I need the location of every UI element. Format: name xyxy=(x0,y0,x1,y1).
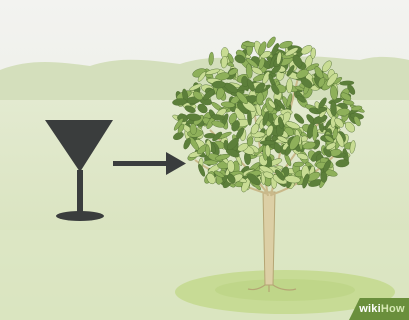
watermark-how: How xyxy=(381,303,405,315)
leaf xyxy=(212,81,225,88)
leaf xyxy=(260,141,275,145)
leaf xyxy=(312,125,317,141)
watermark-wiki: wiki xyxy=(359,303,381,315)
leaf xyxy=(293,162,304,167)
leaf xyxy=(321,172,328,183)
leaf xyxy=(205,145,210,157)
